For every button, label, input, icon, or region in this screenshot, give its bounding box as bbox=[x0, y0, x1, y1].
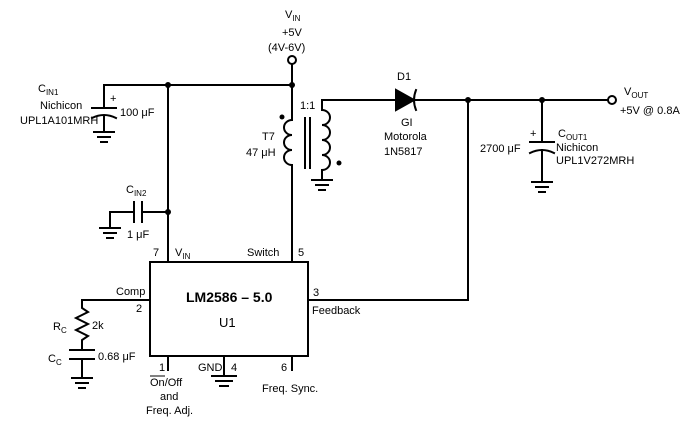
vout-spec: +5V @ 0.8A bbox=[620, 105, 680, 117]
pin5-label: Switch bbox=[247, 247, 279, 259]
vin-range: (4V-6V) bbox=[268, 42, 305, 54]
d1-maker1: GI bbox=[401, 117, 413, 129]
vin-voltage: +5V bbox=[282, 27, 303, 39]
cin1-part: UPL1A101MRH bbox=[20, 115, 98, 127]
cout1-part: UPL1V272MRH bbox=[556, 155, 634, 167]
rc-label: RC bbox=[53, 321, 67, 335]
pin1-line2: and bbox=[160, 391, 178, 403]
cin2-value: 1 μF bbox=[127, 229, 150, 241]
cout1-plus: + bbox=[530, 128, 536, 140]
cin2-label: CIN2 bbox=[126, 184, 147, 198]
cin2-capacitor: CIN2 1 μF bbox=[99, 184, 169, 241]
t7-transformer: 1:1 T7 47 μH bbox=[246, 99, 342, 263]
pin7-label: VIN bbox=[175, 247, 191, 261]
t7-name: T7 bbox=[262, 131, 275, 143]
pin5-num: 5 bbox=[298, 247, 304, 259]
cout1-label: COUT1 bbox=[558, 128, 588, 142]
t7-value: 47 μH bbox=[246, 147, 276, 159]
cc-capacitor: CC 0.68 μF bbox=[48, 349, 136, 389]
pin1-line3: Freq. Adj. bbox=[146, 405, 193, 417]
cin1-maker: Nichicon bbox=[40, 100, 82, 112]
cout1-capacitor: + 2700 μF COUT1 Nichicon UPL1V272MRH bbox=[480, 99, 634, 193]
ic-ref: U1 bbox=[219, 315, 236, 330]
rc-resistor: RC 2k bbox=[53, 299, 104, 351]
d1-name: D1 bbox=[397, 71, 411, 83]
ic-body bbox=[149, 261, 309, 357]
pin1-label: On/Off bbox=[150, 377, 183, 389]
pin2-label: Comp bbox=[116, 286, 145, 298]
cc-label: CC bbox=[48, 353, 62, 367]
vout-label: VOUT bbox=[624, 86, 648, 100]
pin1-num: 1 bbox=[159, 362, 165, 374]
pin7-num: 7 bbox=[153, 247, 159, 259]
cout1-maker: Nichicon bbox=[556, 142, 598, 154]
pin3-num: 3 bbox=[313, 287, 319, 299]
pin6-label: Freq. Sync. bbox=[262, 383, 318, 395]
cin1-label: CIN1 bbox=[38, 83, 59, 97]
cc-value: 0.68 μF bbox=[98, 351, 136, 363]
d1-diode: D1 GI Motorola 1N5817 bbox=[384, 71, 609, 158]
cin1-plus: + bbox=[110, 93, 116, 105]
pin4-num: 4 bbox=[231, 362, 237, 374]
t7-ratio: 1:1 bbox=[300, 100, 315, 112]
ic-name: LM2586 – 5.0 bbox=[186, 289, 273, 305]
lm2586-ic: LM2586 – 5.0 U1 7 VIN Switch 5 Comp 2 3 … bbox=[116, 247, 361, 417]
pin3-label: Feedback bbox=[312, 305, 361, 317]
cout1-value: 2700 μF bbox=[480, 143, 521, 155]
vin-node bbox=[287, 55, 297, 65]
d1-maker2: Motorola bbox=[384, 131, 428, 143]
vin-terminal: VIN +5V (4V-6V) bbox=[268, 9, 305, 65]
vout-terminal: VOUT +5V @ 0.8A bbox=[607, 86, 680, 117]
cin1-capacitor: + 100 μF CIN1 Nichicon UPL1A101MRH bbox=[20, 83, 155, 143]
pin4-label: GND bbox=[198, 362, 223, 374]
junction-dot bbox=[289, 82, 295, 88]
cin1-value: 100 μF bbox=[120, 107, 155, 119]
pin6-num: 6 bbox=[281, 362, 287, 374]
vin-label: VIN bbox=[285, 9, 301, 23]
d1-part: 1N5817 bbox=[384, 146, 423, 158]
pin2-num: 2 bbox=[136, 303, 142, 315]
rc-value: 2k bbox=[92, 320, 104, 332]
